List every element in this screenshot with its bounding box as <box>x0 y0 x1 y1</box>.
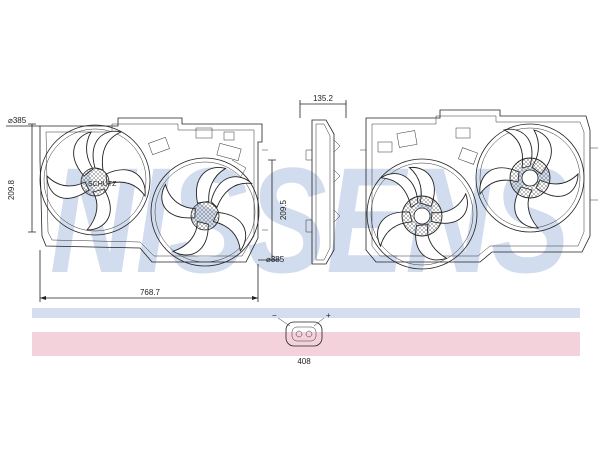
dim-diameter-right: ⌀385 <box>266 255 285 264</box>
pink-band <box>32 332 580 356</box>
front-left-fan: SCHUTZ <box>39 124 151 236</box>
blue-band <box>32 308 580 318</box>
front-shroud-outline <box>39 117 263 263</box>
rear-left-fan <box>357 151 485 279</box>
rear-view <box>357 109 598 279</box>
connector-plus-label: + <box>326 311 331 320</box>
connector-part-number: 408 <box>297 357 311 366</box>
dim-height-left: 209.8 <box>7 179 16 200</box>
connector-minus-label: − <box>272 311 277 320</box>
dim-height-right: 209.5 <box>279 199 288 220</box>
dim-width: 768.7 <box>140 288 161 297</box>
front-view: SCHUTZ 209.8 ⌀385 209.5 ⌀385 768.7 <box>6 116 288 302</box>
connector-detail: − + 408 <box>272 311 331 366</box>
rear-right-fan <box>475 123 585 233</box>
svg-text:SCHUTZ: SCHUTZ <box>88 181 117 188</box>
dim-diameter-left: ⌀385 <box>8 116 27 125</box>
front-right-fan <box>137 145 274 281</box>
rear-shroud-outline <box>365 109 591 263</box>
side-view: 135.2 <box>299 94 347 265</box>
dim-depth: 135.2 <box>313 94 334 103</box>
